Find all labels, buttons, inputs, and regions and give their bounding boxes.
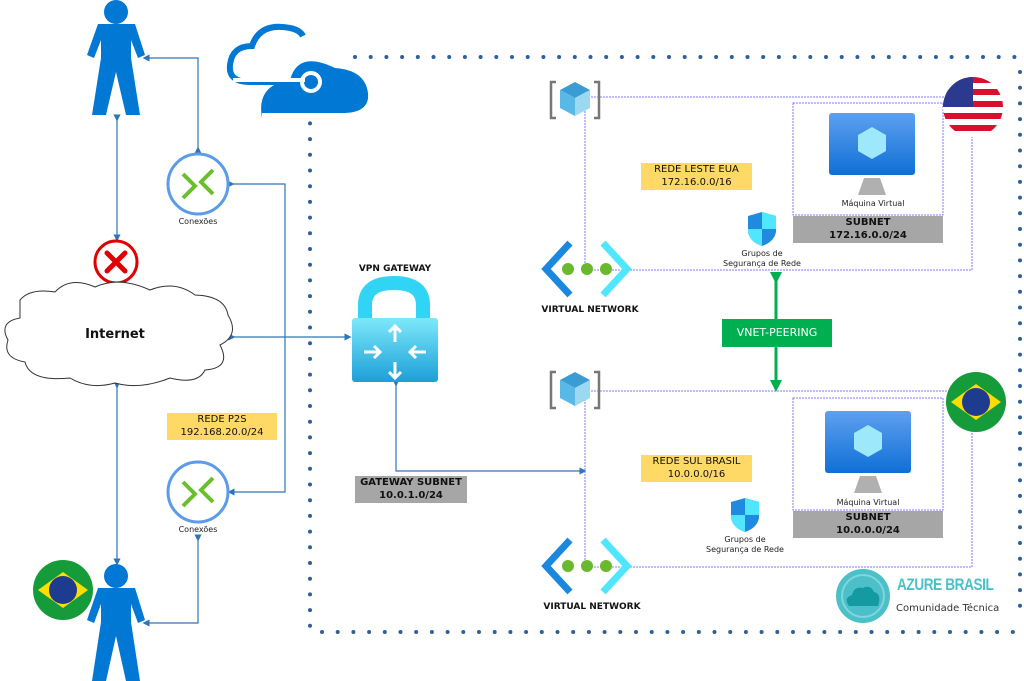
nsg-br-line2: Segurança de Rede	[706, 545, 784, 554]
subnet-br-cidr: 10.0.0.0/24	[836, 524, 900, 536]
nsg-shield-icon-us	[748, 212, 776, 246]
vnet-us-type-label: VIRTUAL NETWORK	[541, 305, 639, 315]
user-icon-top	[87, 0, 145, 115]
brazil-flag-icon-user	[33, 560, 93, 620]
vnet-peering-label: VNET-PEERING	[722, 319, 832, 347]
connections-icon-top	[166, 152, 230, 216]
nsg-shield-icon-br	[731, 498, 759, 532]
logo-title: AZURE BRASIL	[897, 575, 994, 594]
subnet-br-label: SUBNET 10.0.0.0/24	[793, 511, 943, 538]
nsg-us-line1: Grupos de	[741, 249, 783, 258]
nsg-us-label: Grupos de Segurança de Rede	[712, 249, 812, 269]
subnet-us-title: SUBNET	[845, 217, 891, 228]
virtual-machine-icon-br	[825, 411, 911, 493]
connections-label-top: Conexões	[178, 217, 218, 226]
vnet-us-label: REDE LESTE EUA 172.16.0.0/16	[641, 163, 752, 190]
subnet-br-title: SUBNET	[845, 512, 891, 523]
vnet-br-type-label: VIRTUAL NETWORK	[543, 602, 641, 612]
nsg-us-line2: Segurança de Rede	[723, 259, 801, 268]
vnet-br-cidr: 10.0.0.0/16	[667, 468, 726, 480]
azure-brasil-logo	[836, 569, 890, 623]
connections-icon-bottom	[166, 460, 230, 524]
p2s-cidr: 192.168.20.0/24	[180, 426, 264, 438]
virtual-machine-icon-us	[829, 113, 915, 195]
vnet-us-cidr: 172.16.0.0/16	[661, 176, 732, 188]
azure-boundary	[308, 55, 1022, 634]
logo-subtitle: Comunidade Técnica	[896, 603, 1000, 614]
gateway-subnet-label: GATEWAY SUBNET 10.0.1.0/24	[355, 476, 467, 503]
vnet-br-label: REDE SUL BRASIL 10.0.0.0/16	[641, 455, 752, 482]
nsg-br-label: Grupos de Segurança de Rede	[700, 535, 790, 555]
vnet-us-boundary	[584, 96, 973, 271]
resource-group-icon-us	[549, 80, 601, 120]
vpn-gateway-label: VPN GATEWAY	[358, 264, 432, 274]
nsg-br-line1: Grupos de	[724, 535, 766, 544]
vnet-br-title: REDE SUL BRASIL	[652, 456, 741, 467]
connection-lines	[113, 54, 587, 627]
user-icon-bottom	[87, 564, 145, 681]
virtual-network-icon-br	[541, 537, 632, 595]
subnet-br-boundary	[792, 397, 944, 511]
p2s-title: REDE P2S	[197, 414, 247, 425]
subnet-us-boundary	[792, 102, 944, 216]
virtual-network-icon-us	[541, 240, 632, 298]
p2s-network-label: REDE P2S 192.168.20.0/24	[167, 413, 277, 440]
vpn-gateway-icon	[352, 275, 438, 382]
resource-group-icon-br	[549, 370, 601, 410]
brazil-flag-icon-vnet	[946, 372, 1006, 432]
usa-flag-icon	[943, 77, 1003, 137]
gateway-subnet-title: GATEWAY SUBNET	[360, 477, 462, 488]
connections-label-bottom: Conexões	[178, 525, 218, 534]
internet-cloud-shape	[4, 281, 233, 387]
subnet-us-cidr: 172.16.0.0/24	[829, 229, 907, 241]
azure-cloud-icon	[226, 23, 369, 118]
gateway-subnet-cidr: 10.0.1.0/24	[379, 489, 443, 501]
vm-br-label: Máquina Virtual	[836, 498, 900, 507]
blocked-icon	[93, 239, 139, 285]
vm-us-label: Máquina Virtual	[841, 199, 905, 208]
subnet-us-label: SUBNET 172.16.0.0/24	[793, 216, 943, 243]
vnet-us-title: REDE LESTE EUA	[654, 164, 739, 175]
internet-label: Internet	[85, 327, 145, 342]
